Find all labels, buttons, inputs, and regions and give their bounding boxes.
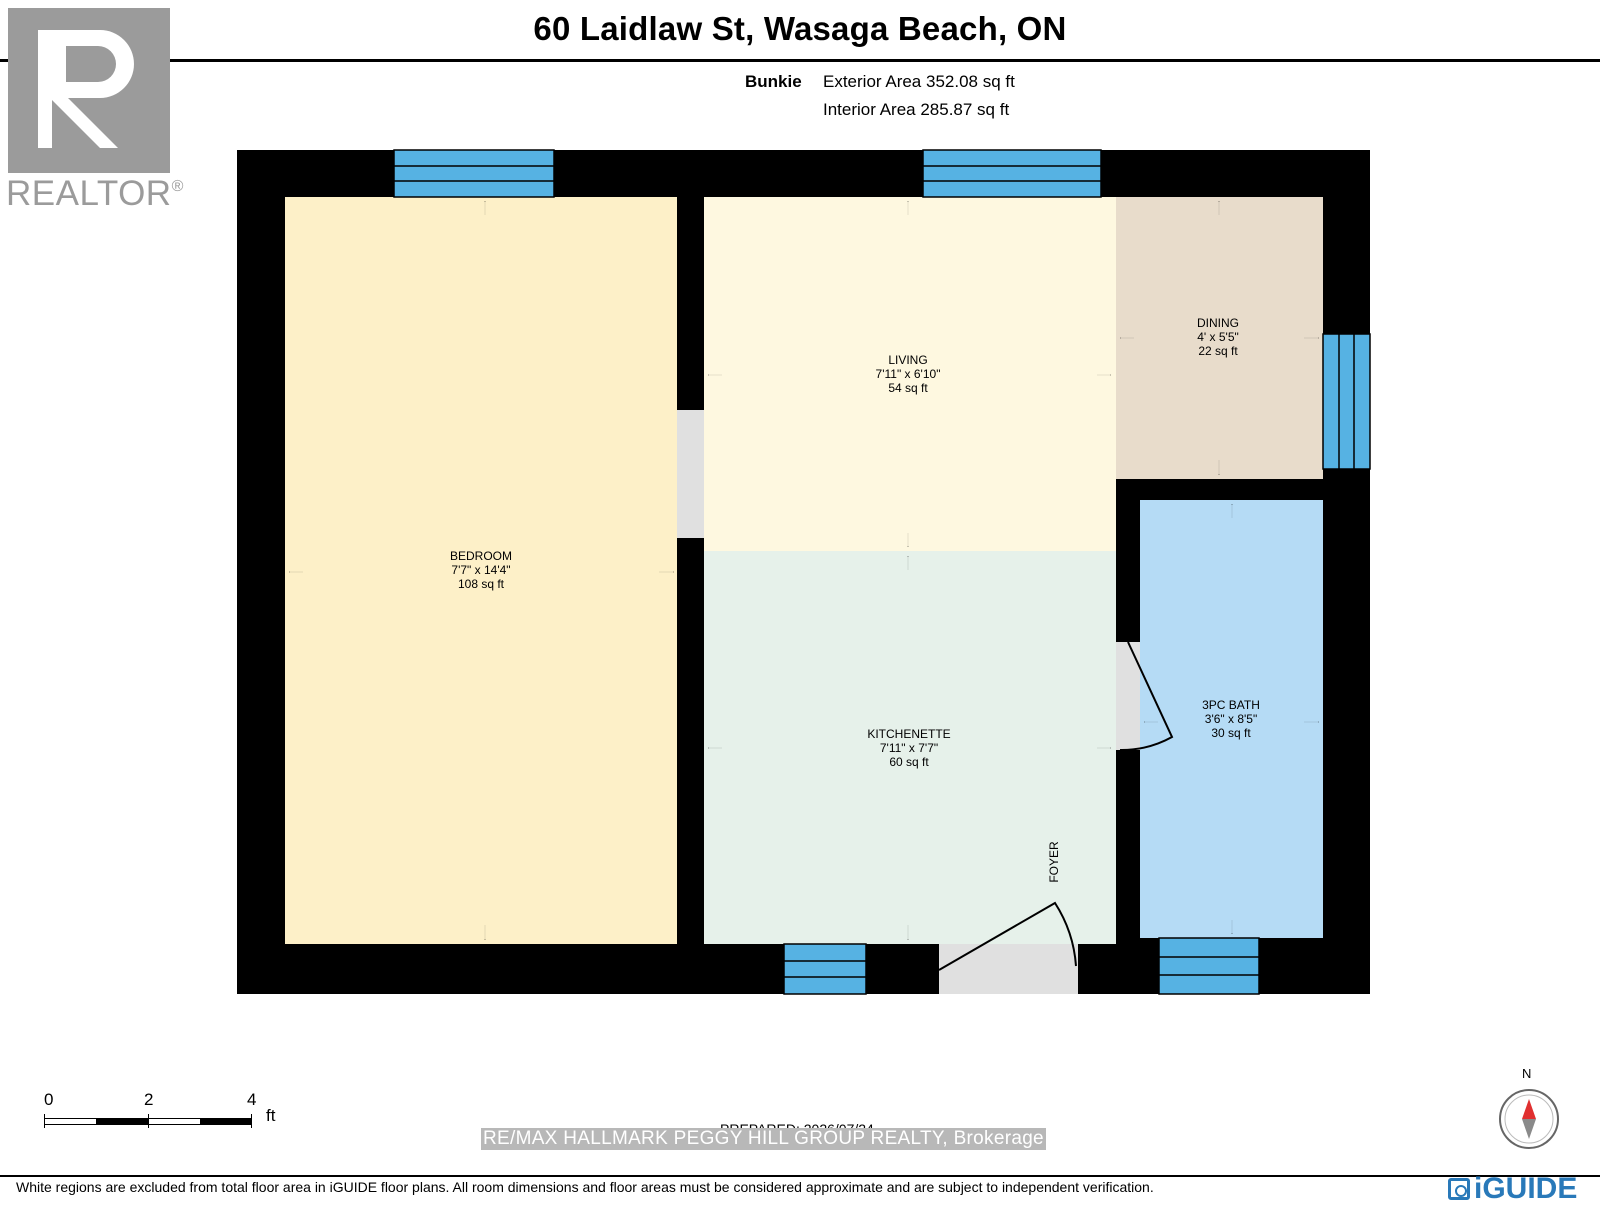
footer-divider — [0, 1175, 1600, 1177]
realtor-wordmark: REALTOR® — [6, 174, 184, 214]
kitchenette-area: 60 sq ft — [889, 755, 929, 769]
dining-window — [1322, 333, 1371, 470]
iguide-logo: iGUIDE — [1448, 1172, 1577, 1206]
living-dims: 7'11" x 6'10" — [876, 367, 941, 381]
compass-north-label: N — [1522, 1066, 1532, 1081]
living-name: LIVING — [888, 353, 927, 367]
brokerage-watermark: RE/MAX HALLMARK PEGGY HILL GROUP REALTY,… — [481, 1128, 1046, 1150]
bedroom-area: 108 sq ft — [458, 577, 505, 591]
scale-tick-2: 2 — [144, 1090, 154, 1109]
kitchenette-dims: 7'11" x 7'7" — [880, 741, 938, 755]
living-area: 54 sq ft — [888, 381, 928, 395]
dining-dims: 4' x 5'5" — [1197, 330, 1239, 344]
registered-mark: ® — [171, 178, 184, 195]
kitchenette-floor — [704, 551, 1116, 944]
building-label: Bunkie — [745, 72, 802, 91]
foyer-label: FOYER — [1047, 841, 1061, 883]
bedroom-floor — [285, 197, 677, 944]
interior-area: Interior Area 285.87 sq ft — [823, 100, 1010, 119]
bedroom-dims: 7'7" x 14'4" — [451, 563, 510, 577]
dining-name: DINING — [1197, 316, 1239, 330]
foyer-doorway — [939, 944, 1078, 994]
scale-bar-graphic — [44, 1114, 252, 1128]
bath-door-swing — [1119, 641, 1174, 752]
disclaimer-text: White regions are excluded from total fl… — [16, 1179, 1154, 1195]
bedroom-window — [393, 149, 555, 198]
iguide-icon — [1448, 1178, 1470, 1200]
living-floor — [704, 197, 1116, 551]
bath-dims: 3'6" x 8'5" — [1205, 712, 1257, 726]
kitchenette-name: KITCHENETTE — [867, 727, 950, 741]
foyer-door-swing — [938, 901, 1077, 971]
bath-name: 3PC BATH — [1202, 698, 1260, 712]
page-title: 60 Laidlaw St, Wasaga Beach, ON — [533, 10, 1067, 47]
bath-area: 30 sq ft — [1211, 726, 1251, 740]
realtor-text: REALTOR — [6, 174, 172, 213]
scale-tick-0: 0 — [44, 1090, 54, 1109]
kitchenette-window — [783, 943, 867, 995]
dining-area: 22 sq ft — [1198, 344, 1238, 358]
scale-bar: 0 2 4 ft — [44, 1090, 304, 1140]
bedroom-name: BEDROOM — [450, 549, 512, 563]
bath-floor — [1140, 500, 1323, 938]
scale-unit: ft — [266, 1106, 276, 1125]
bath-window — [1158, 937, 1260, 995]
exterior-area: Exterior Area 352.08 sq ft — [823, 72, 1015, 91]
scale-tick-4: 4 — [247, 1090, 257, 1109]
compass-icon — [1499, 1089, 1559, 1149]
realtor-logo-icon — [8, 8, 170, 173]
living-window — [922, 149, 1102, 198]
iguide-brand: iGUIDE — [1474, 1172, 1578, 1205]
bedroom-doorway — [677, 410, 704, 538]
dining-floor — [1116, 197, 1323, 479]
header-divider — [0, 59, 1600, 62]
